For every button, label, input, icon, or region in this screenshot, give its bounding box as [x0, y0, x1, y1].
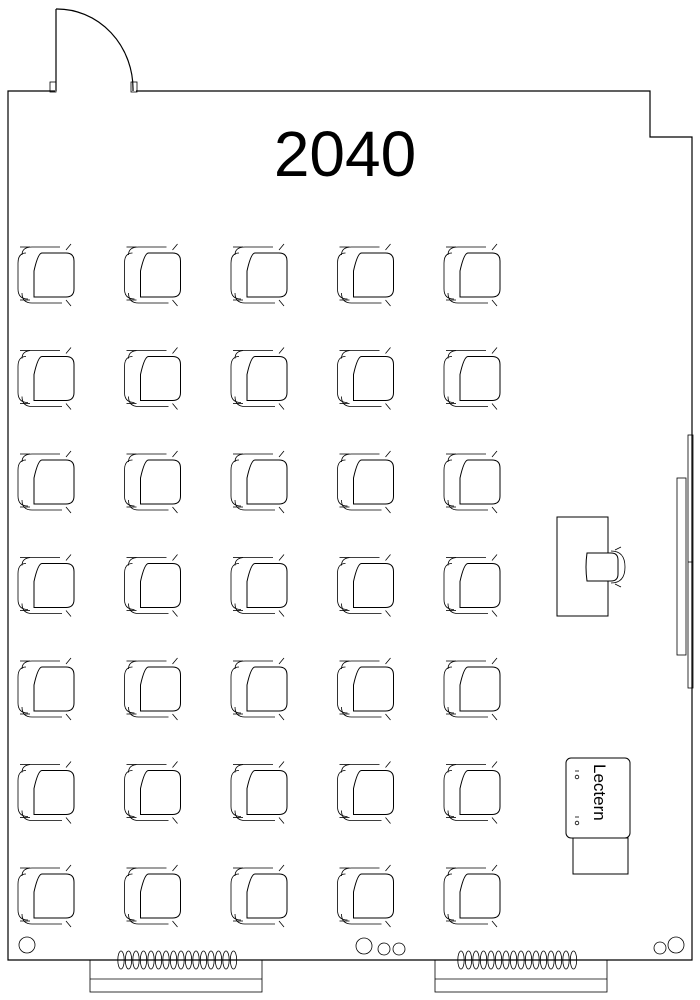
student-chair	[443, 347, 501, 410]
student-chair	[124, 347, 181, 410]
floor-outlet	[18, 936, 36, 954]
student-chair	[230, 761, 288, 824]
student-chair	[17, 347, 75, 410]
student-chair	[443, 450, 501, 514]
student-chair	[17, 554, 75, 617]
room-walls	[7, 90, 693, 961]
student-chair	[337, 243, 394, 307]
radiator-right	[457, 950, 578, 970]
seating-area	[17, 243, 501, 928]
student-chair	[124, 864, 181, 928]
student-chair	[230, 657, 288, 721]
floor-outlet	[392, 942, 406, 956]
student-chair	[17, 243, 75, 307]
student-chair	[124, 761, 181, 824]
student-chair	[124, 554, 181, 617]
student-chair	[337, 864, 394, 928]
student-chair	[230, 864, 288, 928]
student-chair	[17, 864, 75, 928]
student-chair	[443, 657, 501, 721]
window-left	[89, 959, 263, 993]
student-chair	[17, 450, 75, 514]
entry-door	[49, 8, 138, 93]
student-chair	[230, 554, 288, 617]
student-chair	[124, 657, 181, 721]
student-chair	[337, 450, 394, 514]
student-chair	[230, 347, 288, 410]
student-chair	[124, 450, 181, 514]
student-chair	[17, 657, 75, 721]
student-chair	[17, 761, 75, 824]
lectern	[565, 757, 631, 875]
student-chair	[337, 657, 394, 721]
floor-outlet	[377, 942, 391, 956]
floor-outlet	[355, 937, 373, 955]
radiator-left	[117, 950, 238, 970]
lectern-label: Lectern	[590, 764, 609, 821]
room-number: 2040	[274, 118, 416, 190]
student-chair	[443, 243, 501, 307]
floor-outlet	[667, 936, 685, 954]
floor-outlet	[653, 941, 667, 955]
student-chair	[230, 450, 288, 514]
student-chair	[443, 761, 501, 824]
instructor-chair	[585, 546, 626, 588]
student-chair	[337, 761, 394, 824]
student-chair	[443, 554, 501, 617]
student-chair	[337, 347, 394, 410]
student-chair	[443, 864, 501, 928]
floor-outlets	[18, 936, 685, 956]
student-chair	[124, 243, 181, 307]
student-chair	[230, 243, 288, 307]
whiteboard	[676, 434, 694, 689]
student-chair	[337, 554, 394, 617]
window-right	[434, 959, 608, 993]
